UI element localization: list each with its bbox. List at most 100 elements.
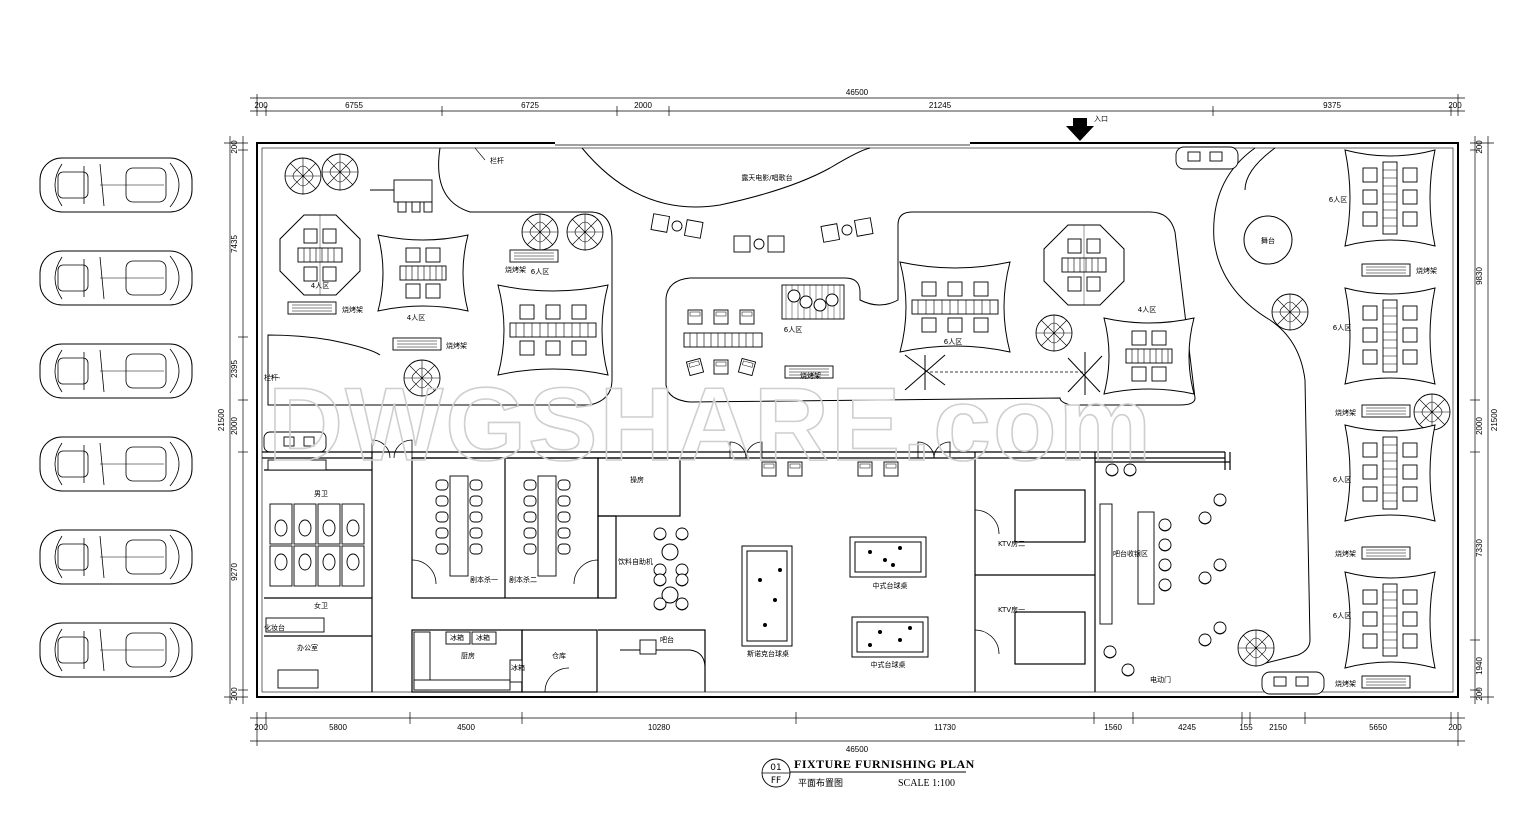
cooking-room-label: 操房 — [630, 475, 644, 484]
dim-bottom-seg: 5800 — [329, 723, 347, 732]
dim-bottom-seg: 11730 — [934, 723, 956, 732]
zone-4-label: 4人区 — [407, 314, 425, 322]
dim-bottom-seg: 200 — [1448, 723, 1462, 732]
dim-bottom-seg: 155 — [1239, 723, 1253, 732]
dim-bottom-total: 46500 — [846, 745, 869, 754]
bar-cashier-label: 吧台收银区 — [1113, 549, 1148, 558]
dim-bottom-seg: 1560 — [1104, 723, 1122, 732]
dimension-texts: 46500 200 6755 6725 2000 21245 9375 200 … — [217, 88, 1499, 754]
drawing-scale: SCALE 1:100 — [898, 778, 955, 789]
chinese-pool-label: 中式台球桌 — [871, 660, 906, 669]
outer-walls — [256, 141, 1459, 698]
drink-area-seating — [653, 527, 689, 611]
left-garden-seating — [279, 214, 609, 376]
dim-bottom-seg: 5650 — [1369, 723, 1387, 732]
dim-left-seg: 2000 — [230, 417, 239, 435]
dim-bottom-seg: 4245 — [1178, 723, 1196, 732]
watermark: DWGSHARE.com — [268, 367, 1153, 483]
dim-bottom-seg: 4500 — [457, 723, 475, 732]
makeup-label: 化妆台 — [264, 623, 285, 632]
zone-4-label: 4人区 — [1138, 306, 1156, 314]
toilet-cubicles — [265, 459, 365, 689]
bbq-label: 烧烤架 — [342, 305, 363, 314]
office-label: 办公室 — [297, 643, 318, 652]
zone-6-label: 6人区 — [944, 338, 962, 346]
womens-wc-label: 女卫 — [314, 601, 328, 610]
parking-cars — [39, 157, 193, 678]
dim-bottom-seg: 10280 — [648, 723, 671, 732]
room-labels: 栏杆 栏杆 露天电影/唱歌台 6人区 6人区 6人区 6人区 6人区 6人区 6… — [264, 156, 1437, 688]
kitchen-label: 厨房 — [461, 651, 475, 660]
railing-label: 栏杆 — [490, 156, 504, 165]
bbq-label: 烧烤架 — [1416, 266, 1437, 275]
entrance-label: 入口 — [1094, 115, 1108, 123]
ktv-room-1-label: KTV房一 — [998, 605, 1025, 614]
interior-walls — [262, 451, 1231, 693]
outdoor-cinema-label: 露天电影/唱歌台 — [741, 173, 792, 182]
projector-cart — [370, 179, 433, 213]
dim-top-seg: 21245 — [929, 101, 952, 110]
warehouse-label: 仓库 — [552, 651, 566, 660]
bbq-label: 烧烤架 — [1335, 679, 1356, 688]
stage — [1243, 215, 1293, 265]
drawing-code: FF — [771, 776, 781, 786]
bbq-label: 烧烤架 — [800, 371, 821, 380]
stage-label: 舞台 — [1261, 236, 1275, 245]
dim-right-seg: 200 — [1475, 687, 1484, 701]
zone-6-label: 6人区 — [1333, 476, 1351, 484]
script-room-2-label: 剧本杀二 — [509, 575, 537, 584]
pool-tables — [741, 536, 929, 658]
dim-left-seg: 200 — [230, 687, 239, 701]
bbq-label: 烧烤架 — [1335, 408, 1356, 417]
right-island-seating — [899, 224, 1195, 395]
script-room-1-label: 剧本杀一 — [470, 575, 498, 584]
bar-label: 吧台 — [660, 635, 674, 644]
dim-top-seg: 200 — [254, 101, 268, 110]
drawing-number: 01 — [770, 763, 781, 773]
drink-station-label: 饮料自助机 — [618, 557, 653, 566]
dim-left-seg: 7435 — [230, 235, 239, 253]
electric-door-label: 电动门 — [1150, 675, 1171, 684]
central-island-seating — [683, 284, 845, 379]
bbq-label: 烧烤架 — [505, 265, 526, 274]
dim-top-seg: 2000 — [634, 101, 652, 110]
dimension-lines — [224, 94, 1494, 746]
dim-left-total: 21500 — [217, 408, 226, 431]
bbq-label: 烧烤架 — [1335, 549, 1356, 558]
dim-left-seg: 200 — [230, 140, 239, 154]
fridge-label: 冰箱 — [511, 663, 525, 672]
dim-right-total: 21500 — [1490, 408, 1499, 431]
zone-6-label: 6人区 — [1333, 324, 1351, 332]
fridge-label: 冰箱 — [450, 633, 464, 642]
mens-wc-label: 男卫 — [314, 490, 328, 498]
dim-top-seg: 200 — [1448, 101, 1462, 110]
dim-left-seg: 9270 — [230, 563, 239, 581]
drawing-title: FIXTURE FURNISHING PLAN — [794, 757, 975, 771]
dim-right-seg: 2000 — [1475, 417, 1484, 435]
kitchen-fixtures — [413, 631, 706, 692]
script-room-tables — [435, 475, 571, 577]
drawing-title-cn: 平面布置图 — [798, 777, 843, 789]
entrance-arrow-icon — [1066, 118, 1094, 141]
cinema-lounge-seating — [650, 213, 874, 253]
title-block: 01 FF FIXTURE FURNISHING PLAN 平面布置图 SCAL… — [761, 757, 975, 789]
fridge-label: 冰箱 — [476, 633, 490, 642]
dim-right-seg: 9830 — [1475, 267, 1484, 285]
dim-left-seg: 2395 — [230, 360, 239, 378]
zone-6-label: 6人区 — [1329, 196, 1347, 204]
dim-right-seg: 7330 — [1475, 539, 1484, 557]
dim-top-seg: 9375 — [1323, 101, 1341, 110]
bar-counter-area — [1099, 463, 1227, 677]
sink-units — [263, 146, 1325, 695]
railings — [267, 147, 486, 379]
zone-6-label: 6人区 — [1333, 612, 1351, 620]
snooker-label: 斯诺克台球桌 — [747, 649, 789, 658]
dim-top-seg: 6725 — [521, 101, 539, 110]
dim-bottom-seg: 200 — [254, 723, 268, 732]
ktv-room-2-label: KTV房二 — [998, 539, 1025, 548]
dim-bottom-seg: 2150 — [1269, 723, 1287, 732]
outdoor-landscape — [267, 147, 1311, 666]
bbq-label: 烧烤架 — [446, 341, 467, 350]
zone-4-label: 4人区 — [311, 282, 329, 290]
